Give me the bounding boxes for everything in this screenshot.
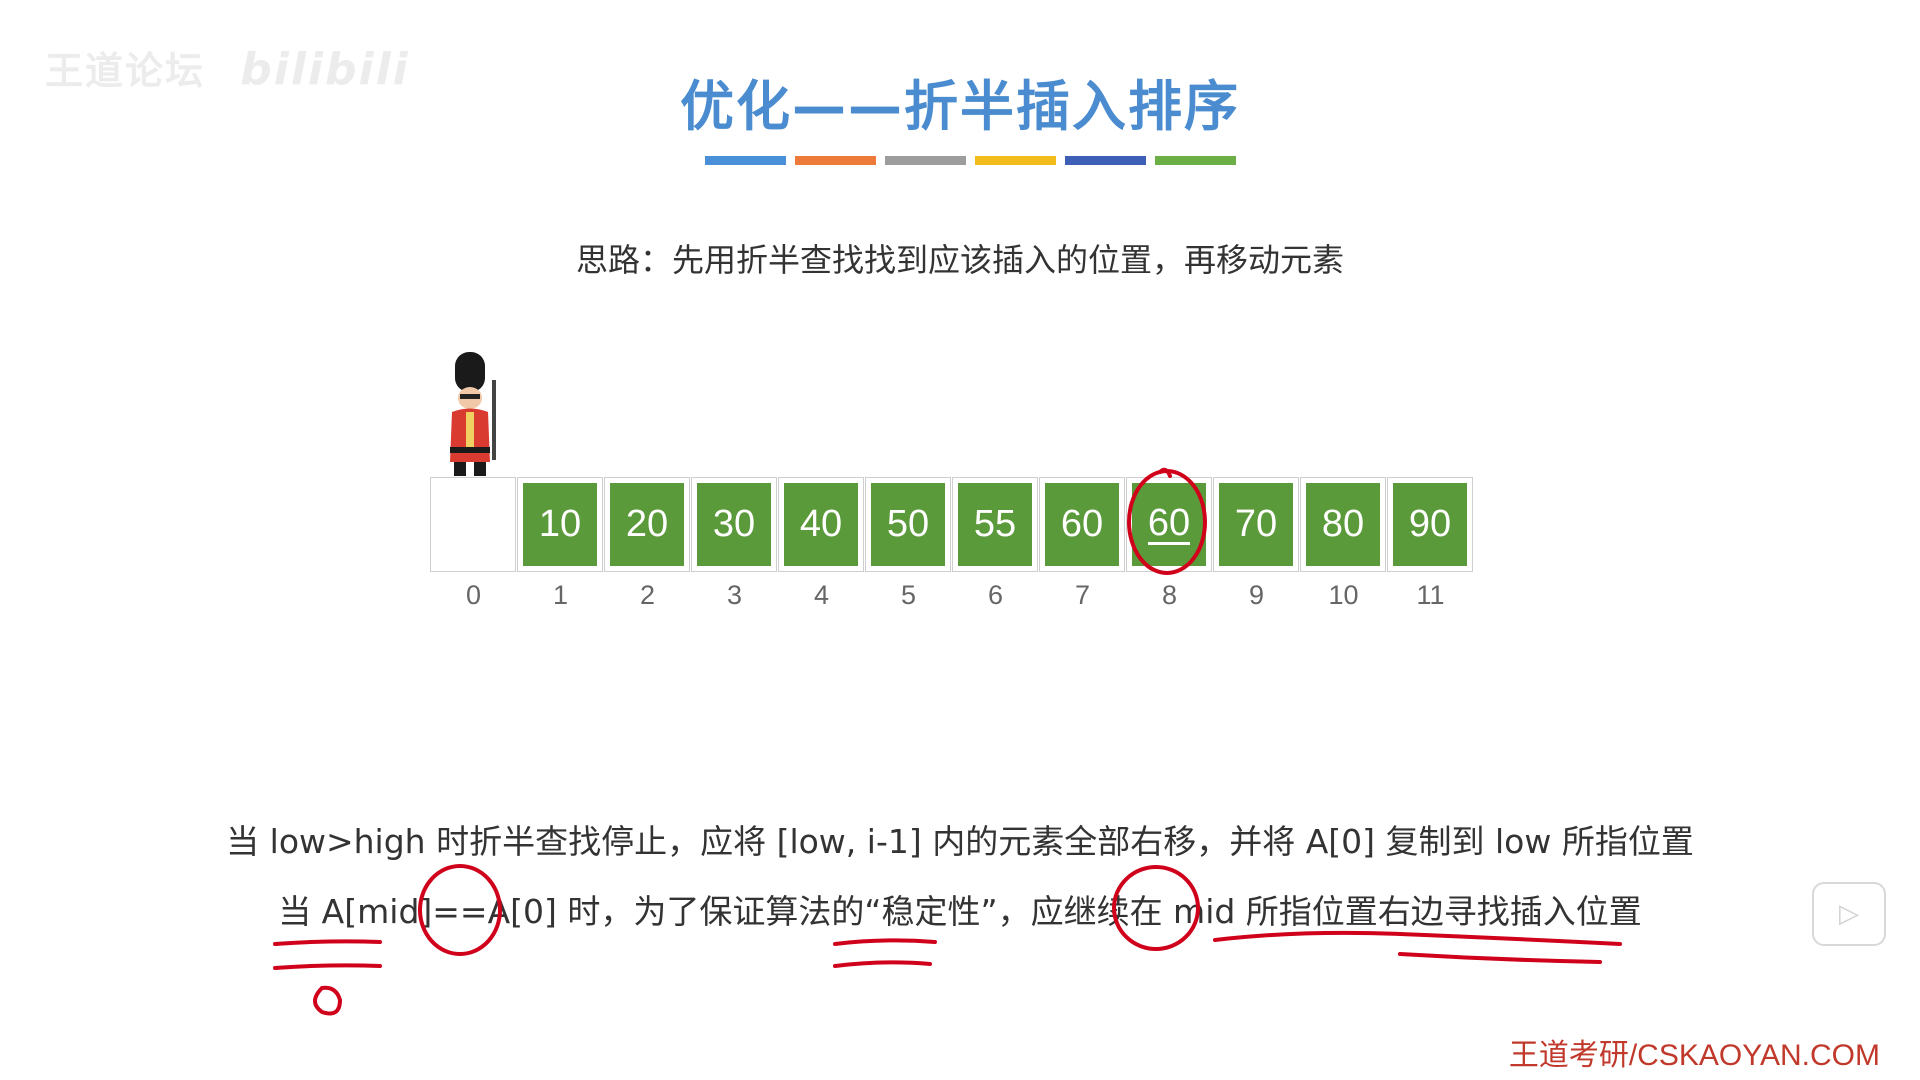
array-value: 40 [784,483,858,566]
array-index: 11 [1416,580,1445,610]
array-cell: 60 [1126,477,1212,572]
play-button[interactable]: ▷ [1812,882,1886,946]
underline-amid-2 [273,963,382,970]
array-cell: 20 [604,477,690,572]
note-line-1: 当 low>high 时折半查找停止，应将 [low, i-1] 内的元素全部右… [226,822,1694,861]
array-index: 4 [813,580,830,610]
array-value: 90 [1393,483,1467,566]
array-value: 60 [1045,483,1119,566]
color-bar-segment [1065,156,1146,165]
array-index: 0 [465,580,482,610]
array-index: 2 [639,580,656,610]
index-row: 0 1 2 3 4 5 6 7 8 9 10 11 [430,580,1474,611]
underline-stable-1 [833,938,937,946]
array-value: 55 [958,483,1032,566]
array-cell: 50 [865,477,951,572]
zero-mark [313,985,343,1016]
color-bar-segment [795,156,876,165]
underline-right-1 [1213,930,1622,946]
array-cell [430,477,516,572]
array-value: 70 [1219,483,1293,566]
color-bar-segment [705,156,786,165]
array-value: 20 [610,483,684,566]
circle-tail-60 [1158,467,1172,478]
array-cell: 10 [517,477,603,572]
watermark: 王道论坛 bilibili [45,40,410,95]
array-index: 3 [726,580,743,610]
array-cell: 90 [1387,477,1473,572]
array-cell: 55 [952,477,1038,572]
color-bar-segment [1155,156,1236,165]
array-index: 1 [552,580,569,610]
array-cell: 40 [778,477,864,572]
color-bar-segment [975,156,1056,165]
watermark-text: 王道论坛 [45,49,206,93]
array-index: 10 [1328,580,1359,610]
guard-icon [440,350,510,484]
array-value: 80 [1306,483,1380,566]
bilibili-logo: bilibili [240,44,410,95]
array-cell: 80 [1300,477,1386,572]
underline-right-2 [1398,952,1602,964]
array-index: 6 [987,580,1004,610]
array-value: 60 [1132,483,1206,566]
array-index: 9 [1248,580,1265,610]
array-value: 50 [871,483,945,566]
play-icon: ▷ [1839,899,1859,929]
underline-amid-1 [273,939,382,946]
idea-text: 思路：先用折半查找找到应该插入的位置，再移动元素 [575,241,1344,279]
array-index: 8 [1161,580,1178,610]
color-bar-segment [885,156,966,165]
array-value: 30 [697,483,771,566]
array-cell: 30 [691,477,777,572]
array-cell: 70 [1213,477,1299,572]
array-cell: 60 [1039,477,1125,572]
footer-brand: 王道考研/CSKAOYAN.COM [1508,1039,1880,1072]
array-value: 10 [523,483,597,566]
array-index: 5 [900,580,917,610]
color-bar [705,156,1236,165]
underline-stable-2 [833,960,932,968]
slide-title: 优化——折半插入排序 [680,75,1240,138]
array-index: 7 [1074,580,1091,610]
note-line-2: 当 A[mid]==A[0] 时，为了保证算法的“稳定性”，应继续在 mid 所… [278,892,1642,931]
